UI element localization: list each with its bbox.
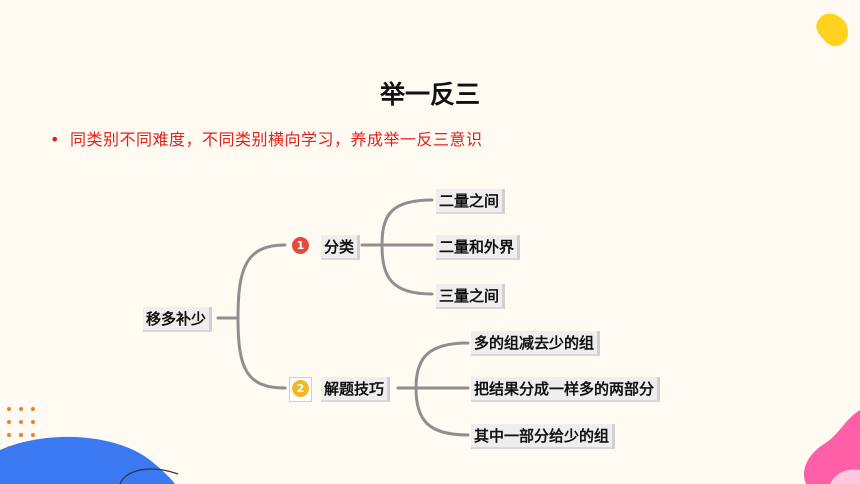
branch-1-child-3: 三量之间 xyxy=(436,284,506,309)
branch-2-child-3: 其中一部分给少的组 xyxy=(471,424,616,449)
branch-2-number-badge: 2 xyxy=(292,380,309,397)
connector-branch1-child3 xyxy=(380,243,434,296)
branch-1-label: 分类 xyxy=(321,235,361,260)
connector-branch2-child3 xyxy=(414,386,470,437)
branch-1-child-1: 二量之间 xyxy=(436,189,506,214)
pink-blob-decoration xyxy=(804,410,860,484)
mindmap-root: 移多补少 xyxy=(143,307,213,332)
connector-branch2-child1 xyxy=(396,341,470,390)
blue-blob-decoration xyxy=(0,436,179,484)
branch-2-child-1: 多的组减去少的组 xyxy=(471,331,601,356)
connector-root-branch1 xyxy=(216,243,287,320)
branch-2-child-2: 把结果分成一样多的两部分 xyxy=(471,377,661,402)
bullet-marker: • xyxy=(50,130,60,149)
bullet-point: • 同类别不同难度，不同类别横向学习，养成举一反三意识 xyxy=(50,126,482,150)
bullet-text: 同类别不同难度，不同类别横向学习，养成举一反三意识 xyxy=(69,130,483,149)
yellow-blob-decoration xyxy=(816,13,848,47)
connector-branch1-child1 xyxy=(360,198,434,247)
page-title: 举一反三 xyxy=(379,79,480,109)
connector-root-branch2 xyxy=(236,316,287,390)
branch-1-child-2: 二量和外界 xyxy=(436,235,521,260)
branch-1-number-badge: 1 xyxy=(292,237,309,254)
branch-2-label: 解题技巧 xyxy=(321,377,391,402)
